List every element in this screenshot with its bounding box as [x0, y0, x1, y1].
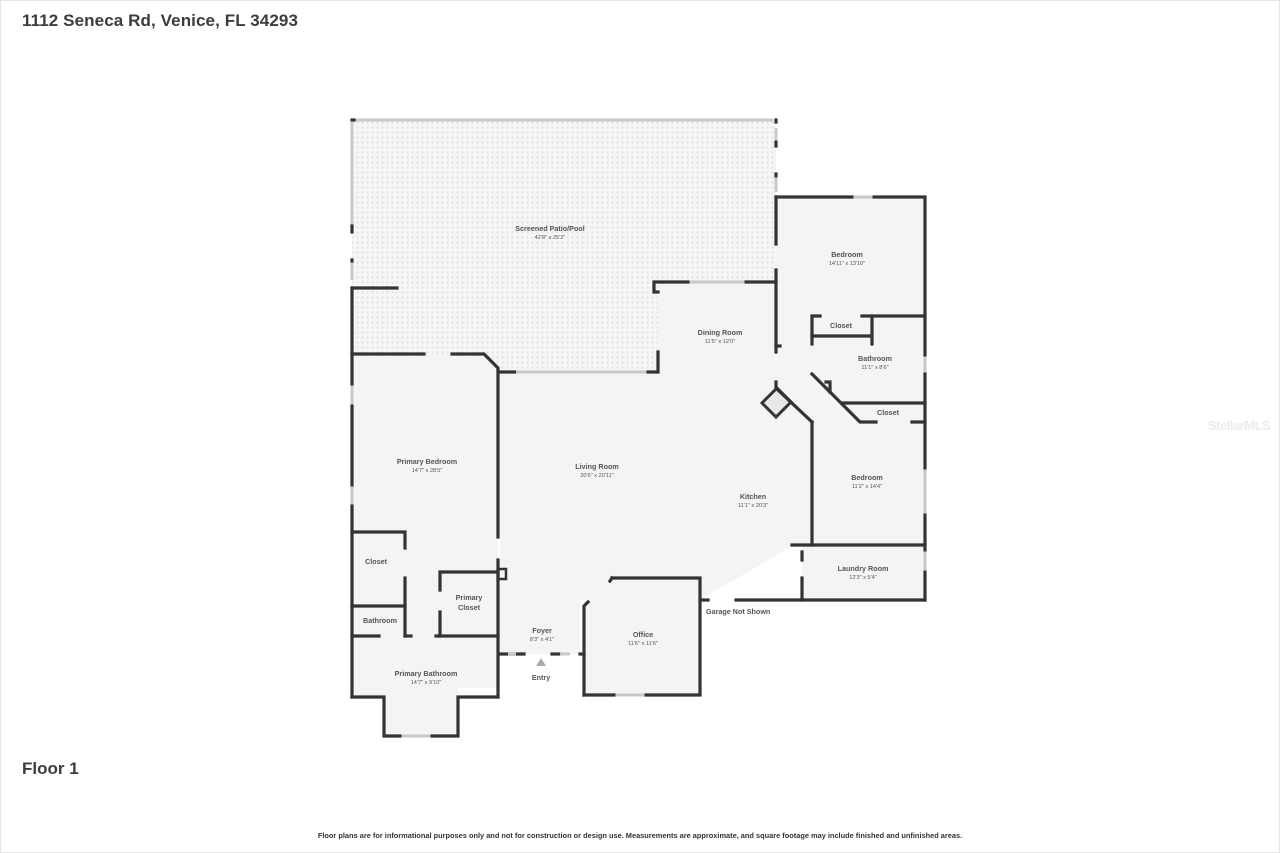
room-patio [350, 118, 778, 372]
svg-text:Primary Bathroom: Primary Bathroom [395, 669, 458, 678]
windows [350, 195, 927, 697]
garage-note: Garage Not Shown [706, 607, 770, 616]
svg-text:Bathroom: Bathroom [858, 354, 892, 363]
svg-text:Laundry Room: Laundry Room [838, 564, 889, 573]
svg-text:Office: Office [633, 630, 653, 639]
svg-text:Closet: Closet [458, 603, 481, 612]
svg-text:Kitchen: Kitchen [740, 492, 766, 501]
svg-text:20'6" x 20'11": 20'6" x 20'11" [580, 473, 613, 479]
room-labels: Screened Patio/Pool 42'8" x 25'2" Bedroo… [363, 224, 900, 686]
svg-text:14'11" x 13'10": 14'11" x 13'10" [829, 261, 866, 267]
svg-text:Foyer: Foyer [532, 626, 552, 635]
svg-text:Primary: Primary [456, 593, 483, 602]
svg-text:Primary Bedroom: Primary Bedroom [397, 457, 457, 466]
svg-text:Bathroom: Bathroom [363, 616, 397, 625]
svg-text:Closet: Closet [877, 408, 900, 417]
svg-text:Dining Room: Dining Room [698, 328, 743, 337]
svg-text:8'3" x 4'1": 8'3" x 4'1" [530, 637, 554, 643]
entry-arrow-icon [536, 658, 546, 666]
floor-label: Floor 1 [22, 759, 79, 778]
walls [350, 195, 927, 738]
svg-text:11'1" x 20'3": 11'1" x 20'3" [738, 503, 768, 509]
interior-floor [352, 197, 925, 736]
disclaimer: Floor plans are for informational purpos… [317, 831, 963, 840]
svg-text:Closet: Closet [830, 321, 853, 330]
svg-text:14'7" x 9'10": 14'7" x 9'10" [411, 680, 442, 686]
svg-text:Closet: Closet [365, 557, 388, 566]
property-address: 1112 Seneca Rd, Venice, FL 34293 [22, 11, 299, 30]
svg-text:11'1" x 8'6": 11'1" x 8'6" [861, 365, 888, 371]
entry-label: Entry [532, 673, 550, 682]
svg-text:12'3" x 5'4": 12'3" x 5'4" [849, 575, 877, 581]
watermark: StellarMLS [1208, 418, 1271, 433]
svg-text:Living Room: Living Room [575, 462, 619, 471]
svg-text:14'7" x 28'5": 14'7" x 28'5" [412, 468, 443, 474]
svg-text:11'2" x 14'4": 11'2" x 14'4" [852, 484, 882, 490]
svg-text:42'8" x 25'2": 42'8" x 25'2" [535, 235, 566, 241]
svg-text:11'5" x 12'0": 11'5" x 12'0" [705, 339, 735, 345]
svg-text:Bedroom: Bedroom [831, 250, 863, 259]
svg-text:Bedroom: Bedroom [851, 473, 883, 482]
svg-text:Screened Patio/Pool: Screened Patio/Pool [515, 224, 585, 233]
svg-text:11'6" x 11'6": 11'6" x 11'6" [628, 641, 658, 647]
